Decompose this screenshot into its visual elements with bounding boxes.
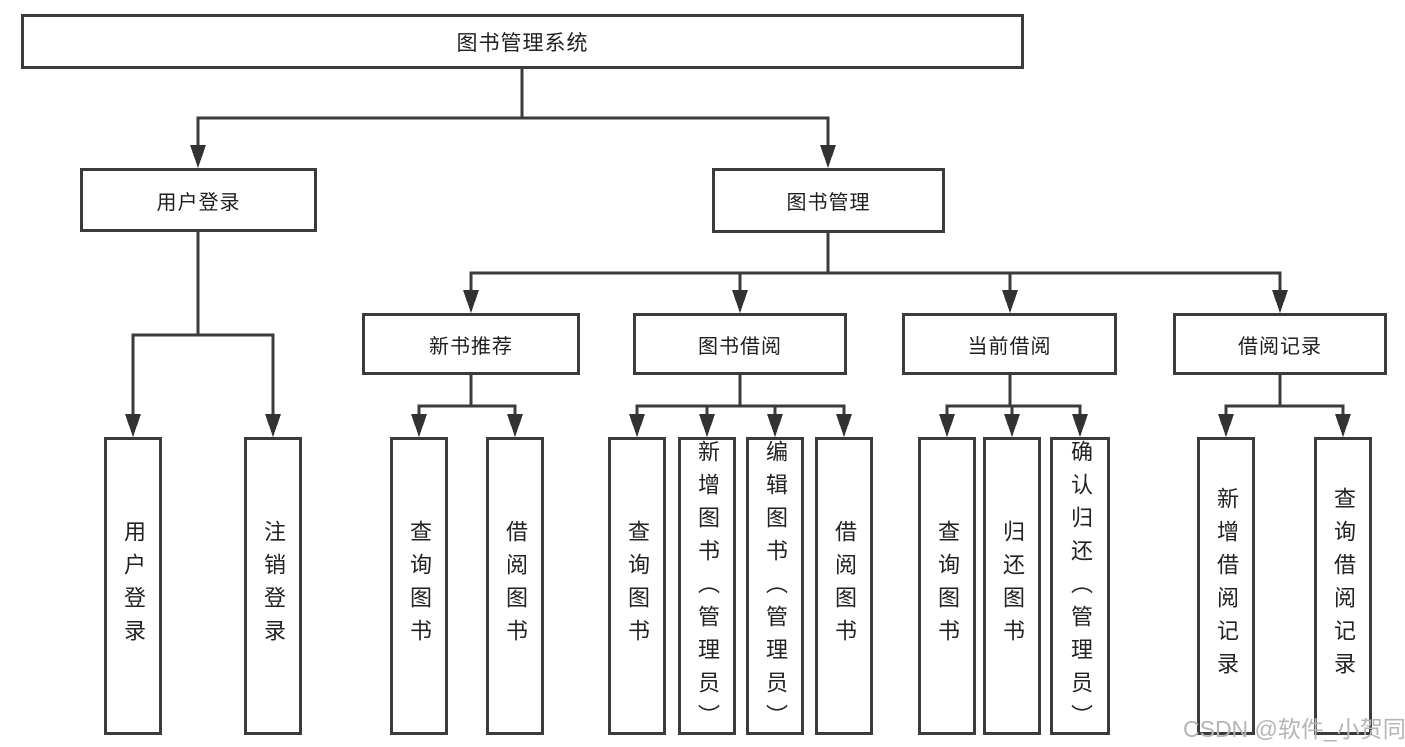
leaf-edit-book-admin: 编辑图书（管理员） [746, 437, 804, 737]
connector-borrowing-records [1218, 373, 1351, 437]
leaf-user-login: 用户登录 [104, 437, 162, 735]
connector-book-borrowing [629, 373, 852, 437]
connector-current-borrowing [939, 373, 1088, 437]
node-user-login: 用户登录 [80, 168, 317, 232]
node-label: 图书借阅 [698, 335, 782, 358]
leaf-return-books: 归还图书 [983, 437, 1041, 735]
node-label: 查询图书 [625, 520, 650, 652]
node-library-management-system: 图书管理系统 [21, 14, 1024, 69]
connector-new-book-recommend [411, 373, 523, 437]
leaf-add-book-admin: 新增图书（管理员） [678, 437, 736, 737]
node-current-borrowing: 当前借阅 [902, 313, 1117, 375]
node-label: 当前借阅 [967, 335, 1052, 358]
node-label: 借阅记录 [1238, 335, 1322, 358]
node-label: 图书管理系统 [456, 31, 589, 55]
leaf-add-borrow-record: 新增借阅记录 [1197, 437, 1255, 735]
node-borrowing-records: 借阅记录 [1173, 313, 1387, 375]
connector-root [190, 66, 836, 168]
arrow-down-icon [1335, 414, 1351, 437]
node-label: 查询借阅记录 [1331, 487, 1356, 685]
node-label: 查询图书 [407, 520, 432, 652]
node-label: 新增图书（管理员） [695, 440, 720, 737]
leaf-borrow-books-recommend: 借阅图书 [486, 437, 544, 735]
node-label: 注销登录 [261, 520, 286, 652]
node-new-book-recommend: 新书推荐 [362, 313, 580, 375]
node-label: 借阅图书 [503, 520, 528, 652]
arrow-down-icon [1218, 414, 1234, 437]
arrow-down-icon [1002, 290, 1018, 313]
arrow-down-icon [629, 414, 645, 437]
arrow-down-icon [732, 290, 748, 313]
node-label: 用户登录 [156, 191, 241, 214]
csdn-watermark: CSDN @软件_小贺同学 [1183, 716, 1405, 742]
leaf-query-borrow-record: 查询借阅记录 [1314, 437, 1372, 735]
node-label: 新增借阅记录 [1214, 487, 1239, 685]
connector-book-management [463, 231, 1288, 313]
arrow-down-icon [1272, 290, 1288, 313]
node-label: 图书管理 [786, 192, 871, 214]
leaf-logout: 注销登录 [244, 437, 302, 735]
leaf-query-books-current: 查询图书 [918, 437, 976, 735]
leaf-borrow-books-borrowing: 借阅图书 [815, 437, 873, 735]
arrow-down-icon [125, 414, 141, 437]
node-label: 编辑图书（管理员） [763, 440, 788, 737]
leaf-query-books-borrowing: 查询图书 [608, 437, 666, 735]
arrow-down-icon [699, 414, 715, 437]
arrow-down-icon [463, 290, 479, 313]
leaf-query-books-recommend: 查询图书 [390, 437, 448, 735]
arrow-down-icon [265, 414, 281, 437]
arrow-down-icon [190, 145, 206, 168]
node-book-management: 图书管理 [712, 168, 945, 233]
arrow-down-icon [411, 414, 427, 437]
arrow-down-icon [836, 414, 852, 437]
node-label: 查询图书 [935, 520, 960, 652]
connector-user-login [125, 230, 281, 437]
node-label: 借阅图书 [832, 520, 857, 652]
arrow-down-icon [767, 414, 783, 437]
arrow-down-icon [820, 145, 836, 168]
node-label: 用户登录 [121, 520, 146, 652]
arrow-down-icon [1004, 414, 1020, 437]
arrow-down-icon [1072, 414, 1088, 437]
node-label: 确认归还（管理员） [1068, 440, 1093, 737]
leaf-confirm-return-admin: 确认归还（管理员） [1050, 437, 1110, 737]
node-label: 新书推荐 [429, 335, 513, 358]
node-label: 归还图书 [1000, 520, 1025, 652]
arrow-down-icon [939, 414, 955, 437]
node-book-borrowing: 图书借阅 [633, 313, 847, 375]
arrow-down-icon [507, 414, 523, 437]
